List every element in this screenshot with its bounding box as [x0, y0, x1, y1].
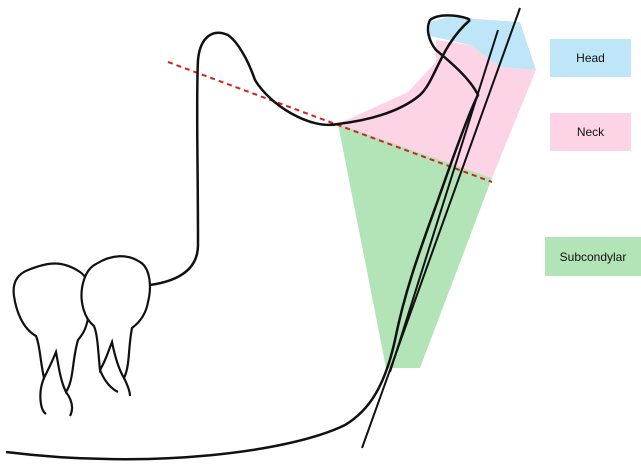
subcondylar-label-box: Subcondylar: [545, 237, 641, 276]
head-label-box: Head: [550, 39, 631, 77]
molar-tooth-2: [82, 256, 150, 378]
molar-tooth-1: [14, 264, 91, 393]
neck-label: Neck: [577, 125, 604, 139]
neck-label-box: Neck: [550, 113, 631, 151]
head-label: Head: [576, 51, 605, 65]
subcondylar-label: Subcondylar: [560, 250, 627, 264]
